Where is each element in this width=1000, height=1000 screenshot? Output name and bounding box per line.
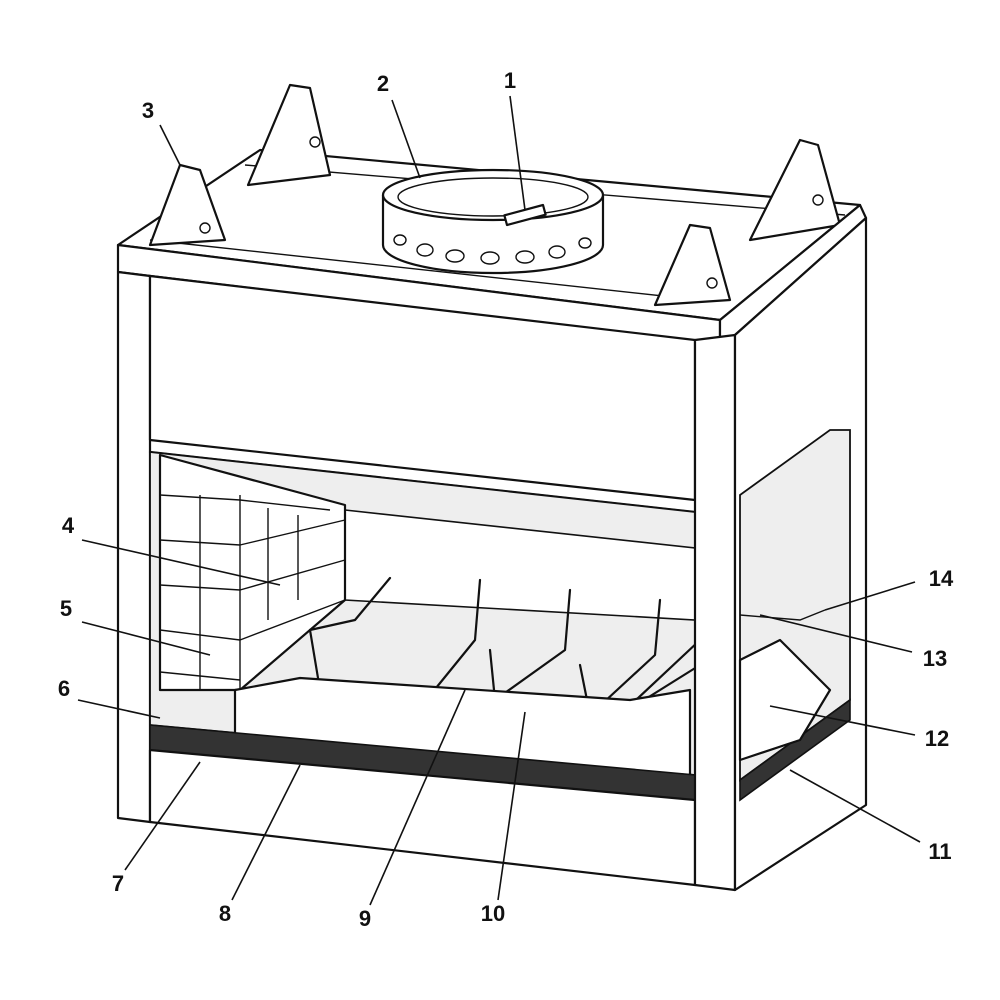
callout-11: 11 [928,839,951,864]
callout-10: 10 [481,901,505,926]
callout-1: 1 [504,68,516,93]
callout-13: 13 [923,646,947,671]
callout-2: 2 [377,71,389,96]
callout-5: 5 [60,596,72,621]
callout-3: 3 [142,98,154,123]
callout-14: 14 [929,566,954,591]
callout-7: 7 [112,871,124,896]
callout-8: 8 [219,901,231,926]
callout-9: 9 [359,906,371,931]
flue-collar [381,168,605,275]
callout-4: 4 [62,513,75,538]
right-pillar [693,333,737,892]
callout-6: 6 [58,676,70,701]
callout-12: 12 [925,726,949,751]
standoff-brackets [148,83,842,307]
left-pillar [116,270,152,824]
brick-wall [158,453,347,692]
leader-lines [77,95,921,906]
